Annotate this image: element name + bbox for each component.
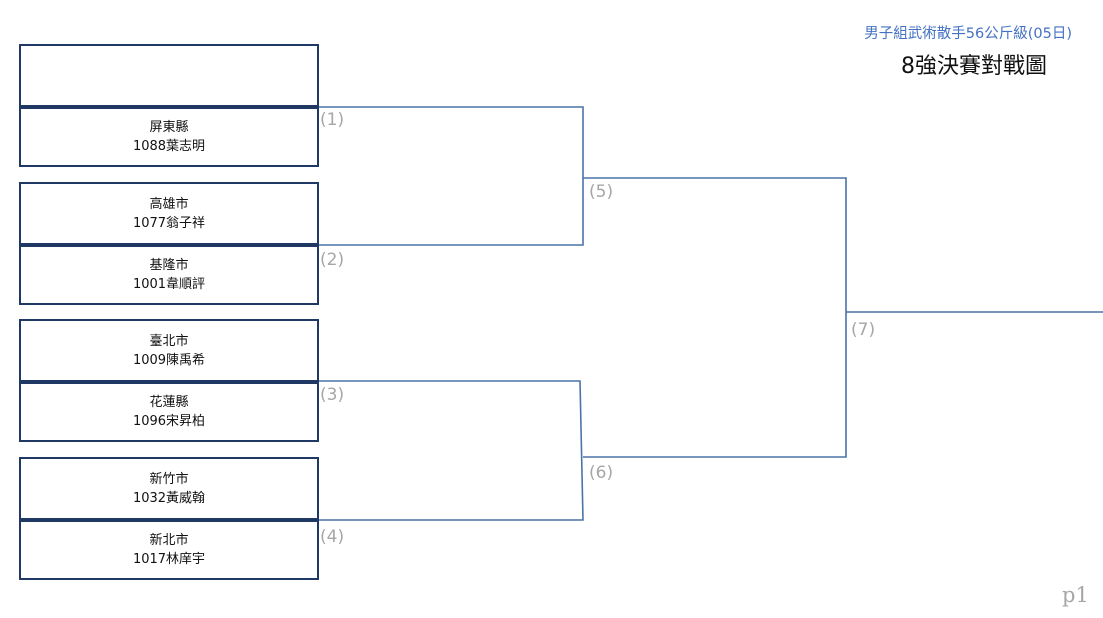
bracket-line-match-5-6 (583, 177, 847, 458)
match-label-1: (1) (320, 110, 345, 130)
entry-name: 1017林庠宇 (132, 552, 206, 567)
entry-box-2: 高雄市 1077翁子祥 (19, 182, 319, 245)
entry-county: 花蓮縣 (149, 395, 189, 410)
entry-box-4: 臺北市 1009陳禹希 (19, 319, 319, 382)
bracket-title: 8強決賽對戰圖 (901, 54, 1047, 79)
match-label-3: (3) (320, 385, 345, 405)
entry-box-empty (19, 44, 319, 107)
match-label-6: (6) (589, 463, 614, 483)
entry-box-7: 新北市 1017林庠宇 (19, 520, 319, 580)
entry-county: 高雄市 (149, 196, 189, 212)
entry-county: 新北市 (149, 533, 189, 548)
entry-box-1: 屏東縣 1088葉志明 (19, 107, 319, 167)
entry-box-5: 花蓮縣 1096宋昇柏 (19, 382, 319, 442)
entry-name: 1096宋昇柏 (132, 414, 206, 429)
bracket-line-match-1-2 (317, 106, 584, 246)
page-label: p1 (1062, 583, 1089, 607)
bracket-line-match-3-4 (317, 380, 584, 521)
entry-name: 1088葉志明 (132, 139, 206, 154)
match-label-4: (4) (320, 527, 345, 547)
match-label-7: (7) (851, 320, 876, 340)
entry-name: 1032黃威翰 (132, 490, 206, 506)
entry-county: 屏東縣 (149, 120, 189, 135)
entry-county: 臺北市 (149, 333, 189, 349)
entry-county: 基隆市 (149, 258, 189, 273)
entry-name: 1077翁子祥 (132, 215, 206, 231)
entry-name: 1009陳禹希 (132, 352, 206, 368)
entry-box-3: 基隆市 1001韋順評 (19, 245, 319, 305)
entry-name: 1001韋順評 (132, 277, 206, 292)
match-label-2: (2) (320, 250, 345, 270)
event-subtitle: 男子組武術散手56公斤級(05日) (864, 26, 1072, 42)
entry-county: 新竹市 (149, 471, 189, 487)
match-label-5: (5) (589, 182, 614, 202)
entry-box-6: 新竹市 1032黃威翰 (19, 457, 319, 520)
